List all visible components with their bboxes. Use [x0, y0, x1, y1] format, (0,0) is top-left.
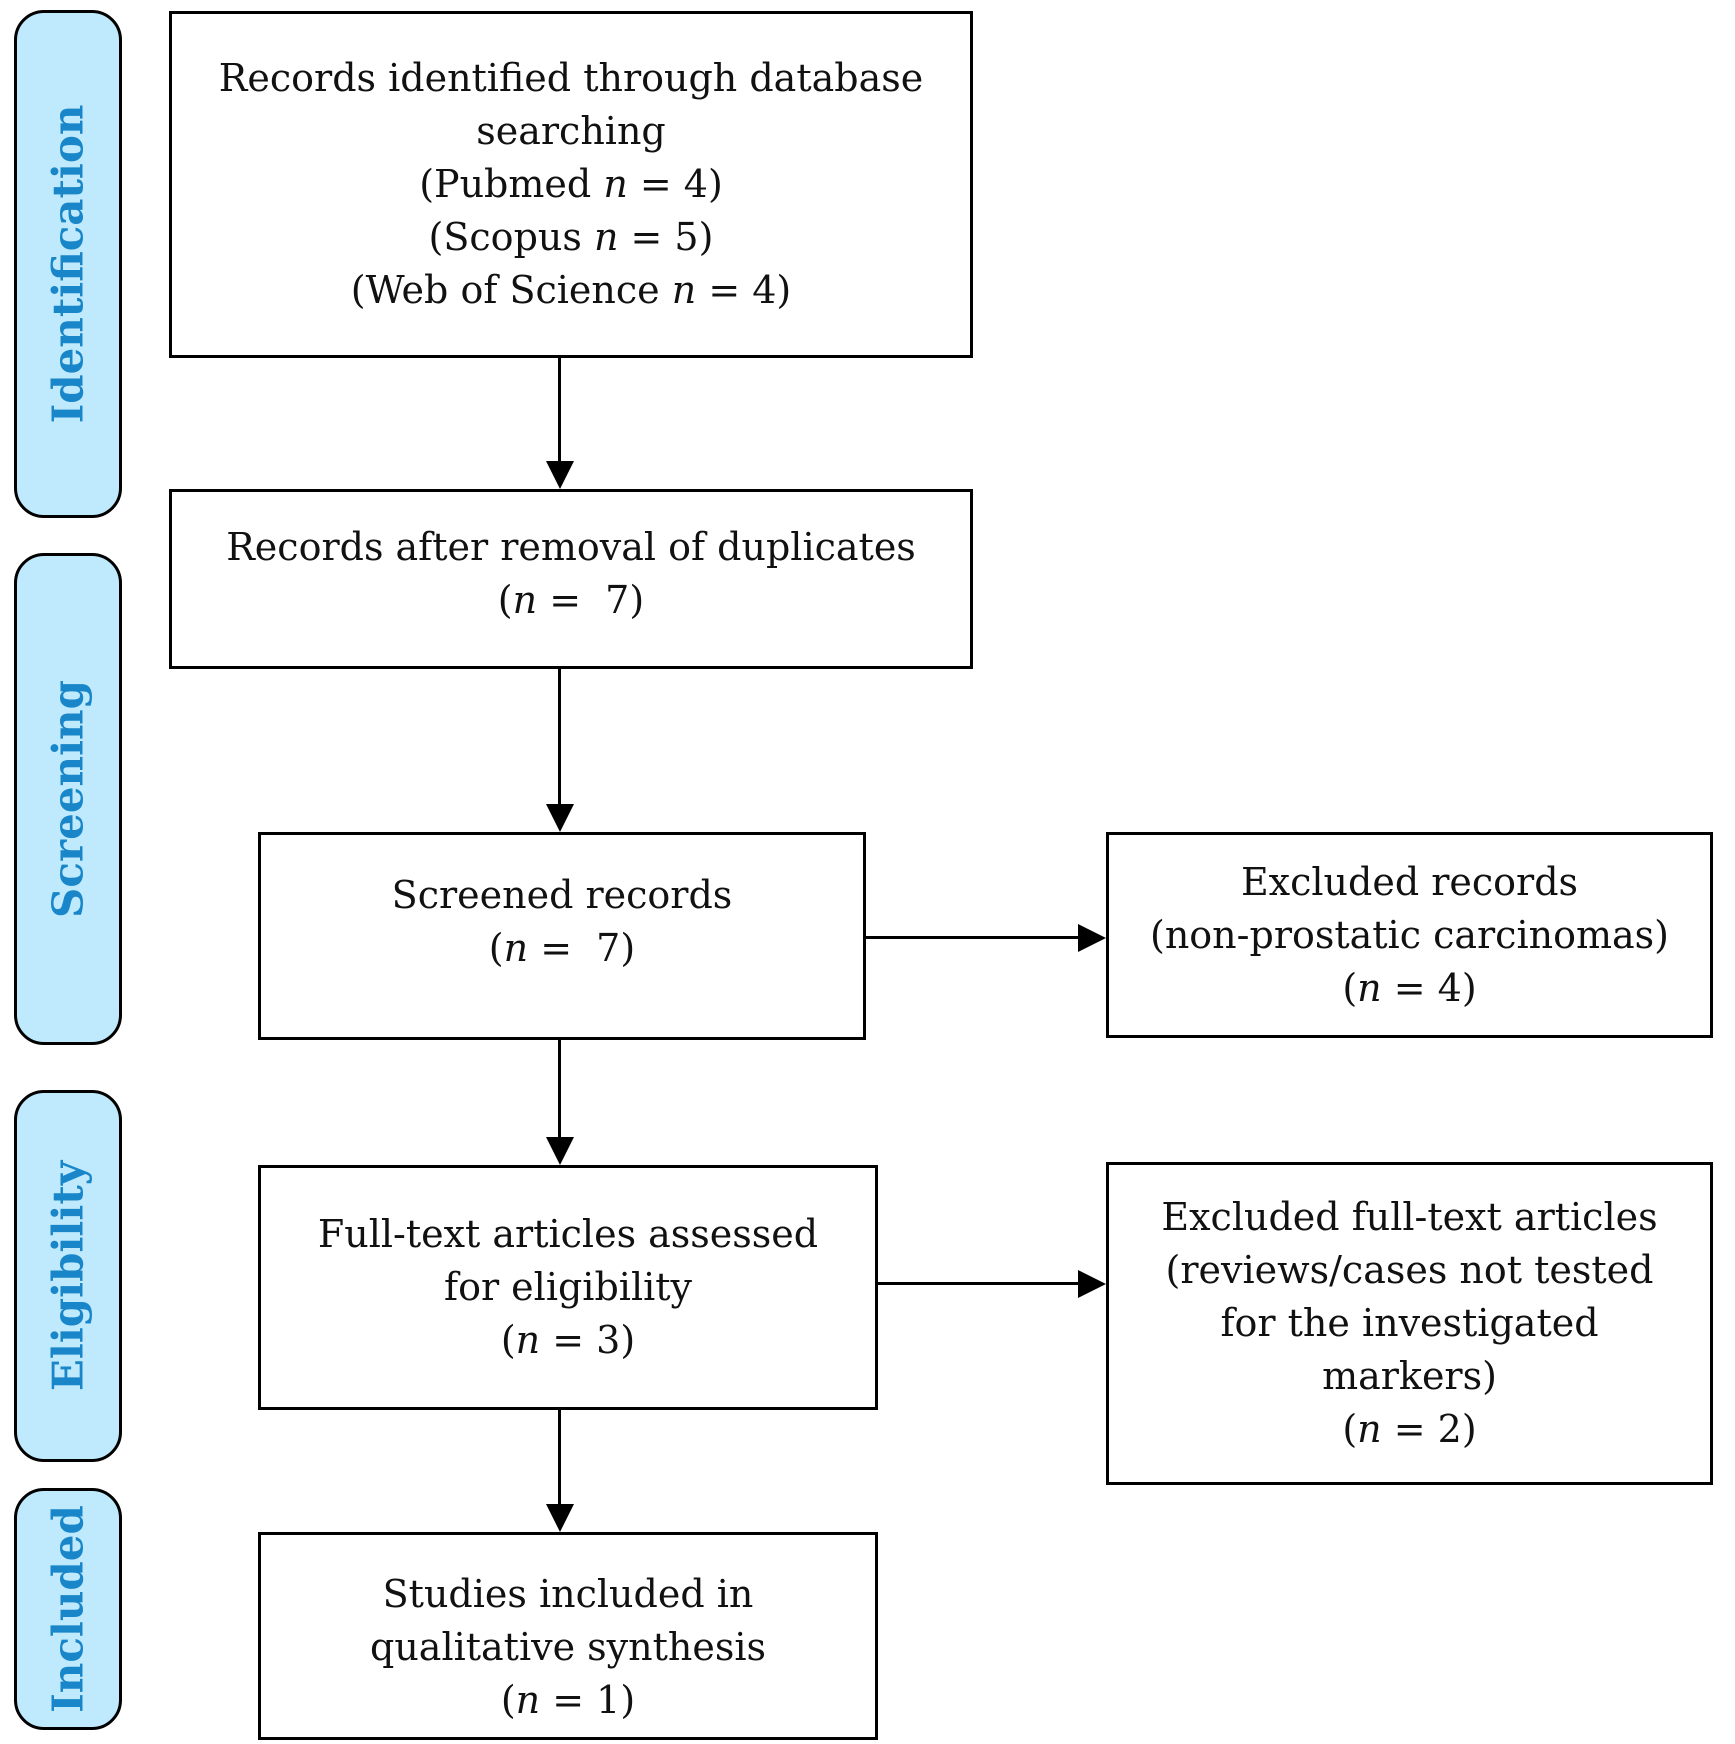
box-text-line: (n = 4)	[1342, 965, 1477, 1010]
box-text-line: Records identified through database	[218, 56, 924, 100]
stage-eligibility-label: Eligibility	[43, 1160, 93, 1392]
box-excluded-fulltext: Excluded full-text articles (reviews/cas…	[1106, 1162, 1713, 1485]
box-text-line: for the investigated	[1220, 1301, 1599, 1345]
box-excluded-records: Excluded records (non-prostatic carcinom…	[1106, 832, 1713, 1038]
arrow-fulltext-to-excluded	[878, 1282, 1078, 1285]
stage-screening: Screening	[14, 553, 122, 1045]
box-fulltext-assessed: Full-text articles assessed for eligibil…	[258, 1165, 878, 1410]
box-text-line: (n = 2)	[1342, 1407, 1477, 1451]
box-text-line: Excluded full-text articles	[1161, 1195, 1658, 1239]
box-text-line: (Pubmed n = 4)	[419, 162, 723, 206]
box-text-line: (n = 7)	[497, 578, 645, 622]
stage-identification-label: Identification	[43, 104, 93, 424]
arrow-screened-to-excluded	[866, 936, 1078, 939]
box-text-line: markers)	[1322, 1354, 1497, 1398]
stage-identification: Identification	[14, 10, 122, 518]
box-text-line: (n = 7)	[488, 926, 636, 970]
box-text-line: (Scopus n = 5)	[428, 215, 714, 259]
box-screened-records: Screened records (n = 7)	[258, 832, 866, 1040]
arrowhead-down-icon	[546, 461, 574, 489]
box-text-line: Excluded records	[1240, 859, 1579, 904]
arrowhead-right-icon	[1078, 924, 1106, 952]
box-text-line: qualitative synthesis	[370, 1624, 766, 1669]
arrow-fulltext-to-included	[558, 1410, 561, 1504]
arrowhead-down-icon	[546, 1504, 574, 1532]
box-text-line: (non-prostatic carcinomas)	[1150, 912, 1669, 957]
box-text-line: (Web of Science n = 4)	[350, 268, 792, 312]
stage-included: Included	[14, 1488, 122, 1730]
arrowhead-down-icon	[546, 1137, 574, 1165]
stage-eligibility: Eligibility	[14, 1090, 122, 1462]
stage-included-label: Included	[43, 1505, 93, 1713]
box-text-line: (reviews/cases not tested	[1165, 1248, 1654, 1292]
arrow-dedup-to-screened	[558, 669, 561, 804]
box-text-line: Screened records	[391, 873, 733, 917]
box-text-line: Full-text articles assessed	[317, 1212, 819, 1256]
stage-screening-label: Screening	[43, 680, 93, 918]
arrowhead-down-icon	[546, 804, 574, 832]
box-records-identified: Records identified through database sear…	[169, 11, 973, 358]
arrow-screened-to-fulltext	[558, 1040, 561, 1137]
box-text-line: for eligibility	[444, 1265, 692, 1309]
box-text-line: (n = 3)	[500, 1318, 636, 1362]
box-studies-included: Studies included in qualitative synthesi…	[258, 1532, 878, 1740]
box-records-deduplicated: Records after removal of duplicates (n =…	[169, 489, 973, 669]
box-text-line: Studies included in	[382, 1571, 754, 1616]
arrow-identified-to-dedup	[558, 358, 561, 461]
box-text-line: searching	[476, 109, 666, 153]
box-text-line: (n = 1)	[500, 1677, 636, 1722]
box-text-line: Records after removal of duplicates	[226, 525, 916, 569]
arrowhead-right-icon	[1078, 1270, 1106, 1298]
